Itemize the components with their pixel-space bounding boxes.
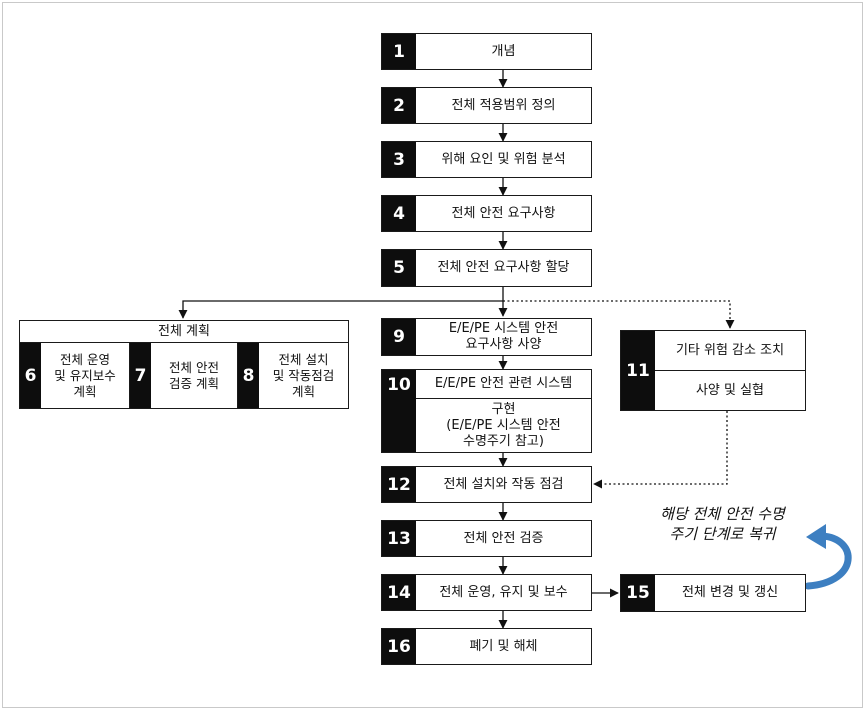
return-curve-arrow <box>804 532 852 590</box>
step-label: 폐기 및 해체 <box>469 638 538 654</box>
arrow-11-12 <box>593 411 728 489</box>
step-10-divider <box>416 398 591 399</box>
step-number: 5 <box>382 250 416 286</box>
step-number: 13 <box>382 521 416 556</box>
step-label: 전체 설치와 작동 점검 <box>443 476 564 492</box>
arrow-5-planning <box>178 300 503 319</box>
step-label: 전체 적용범위 정의 <box>451 97 556 113</box>
step-14-box: 14 전체 운영, 유지 및 보수 <box>381 574 592 611</box>
step-2-box: 2 전체 적용범위 정의 <box>381 87 592 124</box>
step-number: 1 <box>382 34 416 69</box>
step-label: 개념 <box>491 43 516 59</box>
step-11-divider <box>655 370 805 371</box>
step-label: 전체 안전 요구사항 <box>451 205 556 221</box>
step-10-header: E/E/PE 안전 관련 시스템 <box>434 376 573 391</box>
step-12-box: 12 전체 설치와 작동 점검 <box>381 466 592 503</box>
step-number: 10 <box>382 370 416 399</box>
step-number: 4 <box>382 196 416 231</box>
planning-title-divider <box>20 342 348 343</box>
step-label: 전체 안전 검증 <box>463 530 544 546</box>
step-label: 전체 변경 및 갱신 <box>681 585 779 600</box>
step-9-box: 9 E/E/PE 시스템 안전 요구사항 사양 <box>381 318 592 356</box>
step-number: 14 <box>382 575 416 610</box>
step-number: 8 <box>238 343 259 408</box>
step-number: 2 <box>382 88 416 123</box>
step-11-label: 사양 및 실협 <box>695 382 765 398</box>
step-13-box: 13 전체 안전 검증 <box>381 520 592 557</box>
return-arrowhead <box>806 524 826 549</box>
step-16-box: 16 폐기 및 해체 <box>381 628 592 665</box>
plan-item-7: 7 전체 안전 검증 계획 <box>130 343 238 408</box>
arrow-5-11 <box>503 300 735 329</box>
step-4-box: 4 전체 안전 요구사항 <box>381 195 592 232</box>
plan-item-8: 8 전체 설치 및 작동점검 계획 <box>238 343 348 408</box>
step-number: 9 <box>382 319 416 355</box>
step-label: E/E/PE 시스템 안전 요구사항 사양 <box>448 321 559 352</box>
step-number: 3 <box>382 142 416 177</box>
step-11-box: 11 기타 위험 감소 조치 사양 및 실협 <box>620 330 806 411</box>
step-15-box: 15 전체 변경 및 갱신 <box>620 574 806 612</box>
step-number: 12 <box>382 467 416 502</box>
step-11-header: 기타 위험 감소 조치 <box>675 342 785 358</box>
plan-item-6: 6 전체 운영 및 유지보수 계획 <box>20 343 130 408</box>
planning-group: 전체 계획 6 전체 운영 및 유지보수 계획 7 전체 안전 검증 계획 8 … <box>19 320 349 409</box>
step-3-box: 3 위해 요인 및 위험 분석 <box>381 141 592 178</box>
step-number: 7 <box>130 343 151 408</box>
step-1-box: 1 개념 <box>381 33 592 70</box>
plan-item-label: 전체 안전 검증 계획 <box>169 359 219 391</box>
step-5-box: 5 전체 안전 요구사항 할당 <box>381 249 592 287</box>
step-10-black-block <box>382 399 416 452</box>
plan-item-label: 전체 운영 및 유지보수 계획 <box>54 351 116 399</box>
plan-item-label: 전체 설치 및 작동점검 계획 <box>272 351 335 399</box>
step-label: 전체 안전 요구사항 할당 <box>437 260 570 275</box>
step-10-label: 구현 (E/E/PE 시스템 안전 수명주기 참고) <box>446 401 561 449</box>
step-number: 15 <box>621 575 655 611</box>
step-label: 위해 요인 및 위험 분석 <box>441 151 566 167</box>
step-10-box: 10 E/E/PE 안전 관련 시스템 구현 (E/E/PE 시스템 안전 수명… <box>381 369 592 453</box>
planning-title: 전체 계획 <box>158 323 210 339</box>
step-number: 11 <box>621 331 655 410</box>
step-label: 전체 운영, 유지 및 보수 <box>439 584 568 600</box>
step-number: 6 <box>20 343 41 408</box>
step-number: 16 <box>382 629 416 664</box>
return-note: 해당 전체 안전 수명 주기 단계로 복귀 <box>660 505 785 543</box>
